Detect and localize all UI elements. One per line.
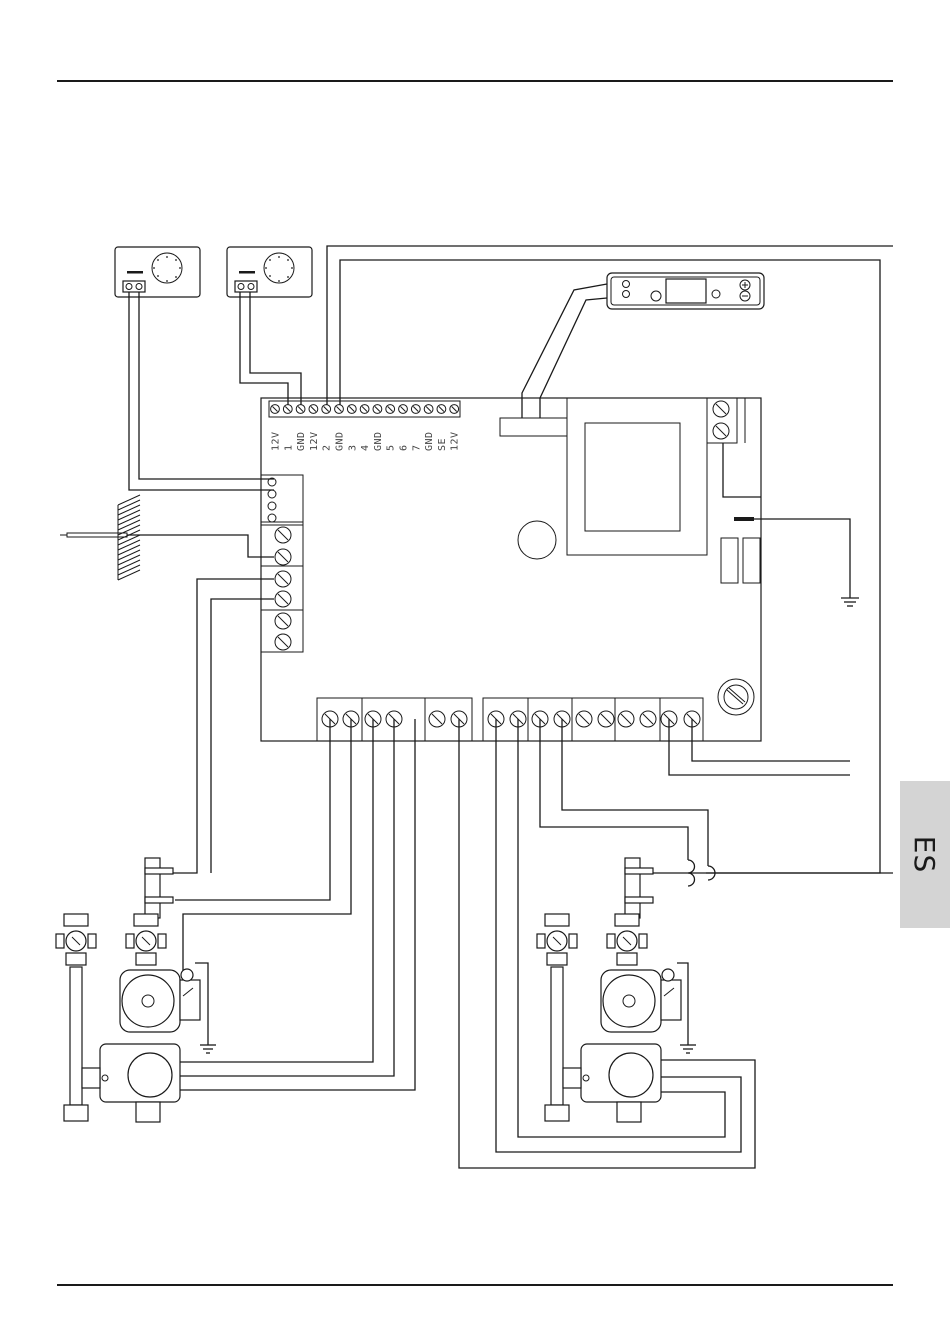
ground-symbol-left	[200, 1045, 216, 1053]
terminal-label: GND	[373, 431, 384, 451]
thermostat-1-wire-a	[129, 292, 274, 490]
ground-wire	[754, 519, 850, 598]
control-display-panel	[607, 273, 764, 309]
long-wire-outer	[327, 246, 893, 405]
room-thermostat-2	[227, 247, 312, 297]
outdoor-sensor-wire	[127, 535, 274, 557]
terminal-label: 6	[399, 444, 410, 451]
left-pump-wire-b	[183, 719, 351, 975]
outdoor-temperature-sensor	[60, 495, 140, 580]
terminal-label: 4	[360, 444, 371, 451]
left-valve-wire-c	[178, 719, 415, 1090]
right-circuit-safety-thermostat	[625, 858, 653, 918]
pump-group-right	[537, 914, 681, 1122]
thermostat-1-wire-b	[139, 292, 274, 479]
terminal-label: 5	[386, 444, 397, 451]
language-tab-label: ES	[909, 836, 942, 873]
ground-symbol-right	[680, 1045, 696, 1053]
language-tab[interactable]: ES	[900, 781, 950, 928]
terminal-label: 2	[322, 444, 333, 451]
room-thermostat-1	[115, 247, 200, 297]
terminal-label: GND	[424, 431, 435, 451]
thermostat-2-wire-b	[250, 292, 301, 405]
left-valve-wire-a	[178, 719, 373, 1062]
terminal-label: 7	[411, 444, 422, 451]
terminal-label: 1	[283, 444, 294, 451]
ground-symbol-main	[841, 598, 859, 606]
terminal-label: 12V	[450, 431, 461, 451]
terminal-label: GND	[335, 431, 346, 451]
terminal-label: 3	[347, 444, 358, 451]
terminal-label: SE	[437, 438, 448, 451]
left-circuit-safety-thermostat	[145, 858, 173, 918]
left-circuit-sensor-wire-a	[160, 579, 274, 873]
left-pump-wire-a	[175, 719, 330, 900]
pump-group-left	[56, 914, 200, 1122]
terminal-label: 12V	[271, 431, 282, 451]
terminal-label: 12V	[309, 431, 320, 451]
terminal-label: GND	[296, 431, 307, 451]
thermostat-2-wire-a	[240, 292, 288, 405]
